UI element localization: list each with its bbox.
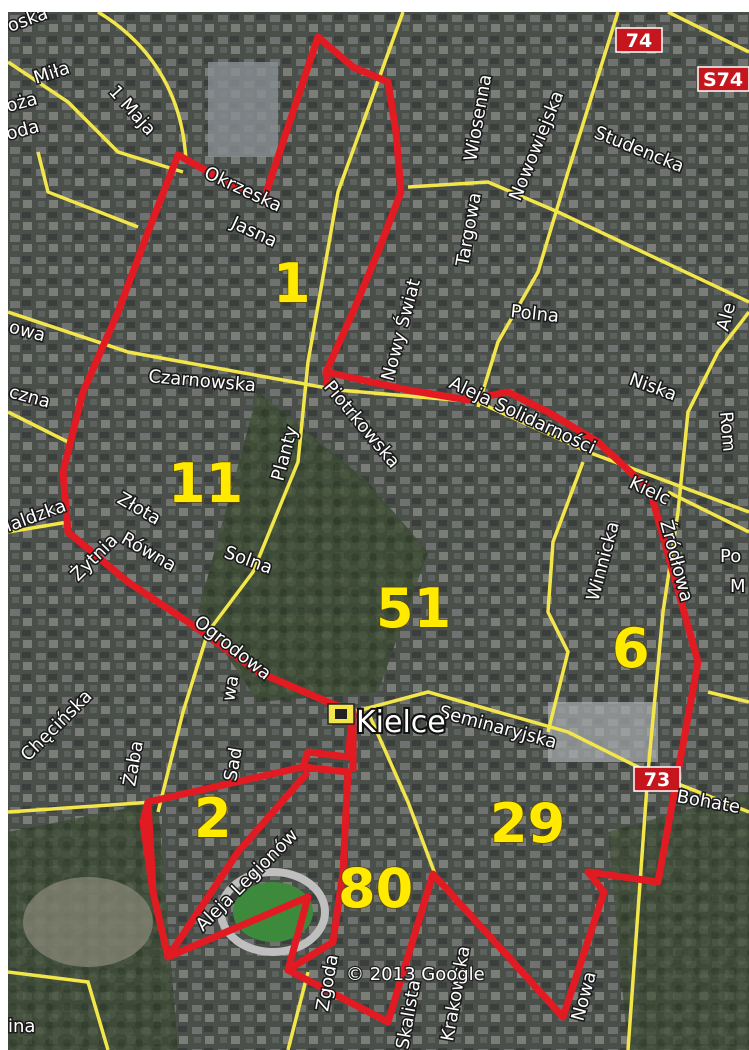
road-czna — [8, 410, 69, 444]
road-zaba — [8, 800, 154, 814]
district-label-6: 6 — [612, 617, 650, 680]
road-nowowiejska — [476, 12, 620, 408]
district-label-29: 29 — [490, 792, 565, 855]
road-ialdzka — [8, 520, 69, 534]
road-shield-73-box — [633, 766, 681, 792]
map-canvas: 74 S74 73 oska Miła oża oda 1 Maja Okrze… — [8, 12, 749, 1050]
road-mila — [8, 60, 184, 174]
road-studencka — [407, 180, 749, 304]
road-oda — [36, 151, 139, 229]
street-label-po: Po — [720, 546, 741, 567]
boundary-district-80-west — [286, 763, 352, 973]
road-zgoda — [286, 971, 310, 1050]
road-shield-s74-box — [697, 66, 749, 92]
street-label-m: M — [730, 576, 746, 597]
road-winnicka — [546, 461, 585, 733]
outer-boundary — [59, 33, 702, 1026]
district-label-80: 80 — [338, 857, 413, 920]
boundary-district-2-east — [165, 769, 311, 959]
district-label-1: 1 — [273, 252, 311, 315]
boundary-district-1-11 — [322, 371, 332, 391]
road-shield-73-label: 73 — [644, 769, 670, 791]
road-shield-74-box — [615, 27, 663, 53]
road-shield-74-label: 74 — [626, 30, 652, 52]
district-labels: 1 11 51 6 2 80 29 — [167, 251, 650, 921]
road-east-m — [707, 690, 749, 704]
rail-depot — [208, 62, 278, 157]
district-label-2: 2 — [194, 787, 232, 850]
road-planty — [156, 12, 405, 813]
road-shield-74: 74 — [615, 27, 663, 53]
park-area — [198, 392, 428, 702]
road-krakowska — [366, 711, 440, 883]
road-1-maja — [97, 12, 188, 163]
road-northeast — [667, 12, 749, 54]
street-label-polna: Polna — [509, 301, 560, 327]
satellite-map[interactable]: 74 S74 73 oska Miła oża oda 1 Maja Okrze… — [8, 12, 749, 1050]
map-copyright: © 2013 Google — [346, 964, 485, 985]
street-label-wa: wa — [218, 674, 243, 703]
boundary-district-2 — [144, 801, 157, 893]
road-southwest — [8, 970, 110, 1050]
district-label-51: 51 — [376, 577, 451, 640]
city-label: Kielce — [356, 705, 446, 740]
city-marker-icon-inner — [335, 709, 347, 719]
city-marker[interactable]: Kielce — [327, 703, 448, 742]
quarry-area — [23, 877, 153, 967]
road-shield-s74: S74 — [697, 66, 749, 92]
road-shield-s74-label: S74 — [703, 69, 743, 91]
road-shield-73: 73 — [633, 766, 681, 792]
street-label-ina: ina — [8, 1016, 35, 1037]
street-label-rom: Rom — [715, 411, 739, 453]
road-east-kielc — [667, 490, 749, 534]
stadium-stands — [217, 868, 329, 956]
district-label-11: 11 — [168, 452, 243, 515]
road-seminaryjska — [352, 690, 749, 814]
